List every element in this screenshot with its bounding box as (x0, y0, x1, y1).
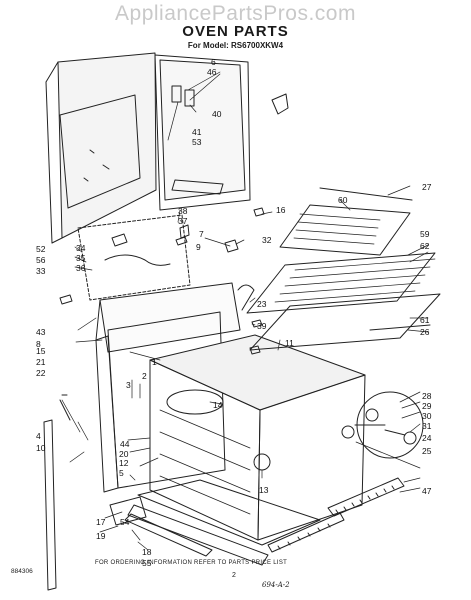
part-label-39: 39 (257, 321, 267, 331)
part-label-25: 25 (422, 446, 432, 456)
broil-element-drawing (279, 187, 413, 256)
model-subtitle: For Model: RS6700XKW4 (187, 41, 284, 50)
door-trim-drawing (43, 394, 147, 591)
oven-bottom-drawing (124, 479, 321, 566)
part-label-3: 3 (126, 380, 131, 390)
part-label-43: 43 (36, 327, 46, 337)
part-label-18: 18 (142, 547, 152, 557)
diagram-title: OVEN PARTS (182, 23, 289, 40)
part-label-9: 9 (196, 242, 201, 252)
part-label-6: 6 (211, 57, 216, 67)
part-label-12: 12 (119, 458, 129, 468)
part-label-28: 28 (422, 391, 432, 401)
wiring-harness-drawing (77, 214, 191, 301)
side-panel-drawing (154, 54, 289, 211)
document-code: 884306 (11, 568, 33, 575)
part-label-10: 10 (36, 443, 46, 453)
part-label-20: 20 (119, 449, 129, 459)
part-label-46: 46 (207, 67, 217, 77)
part-label-16: 16 (276, 205, 286, 215)
part-label-2: 2 (142, 371, 147, 381)
part-label-31: 31 (422, 421, 432, 431)
part-label-34: 34 (76, 243, 86, 253)
part-label-1: 1 (152, 357, 157, 367)
part-label-15: 15 (36, 346, 46, 356)
part-label-27: 27 (422, 182, 432, 192)
vent-grille-drawing (267, 477, 405, 553)
part-label-29: 29 (422, 401, 432, 411)
handwritten-note: 694-A-2 (262, 581, 290, 589)
part-label-56: 56 (36, 255, 46, 265)
oven-liner-drawing (149, 334, 366, 541)
part-label-8: 8 (36, 339, 41, 349)
page-number: 2 (232, 572, 236, 579)
part-label-4: 4 (36, 431, 41, 441)
ordering-note: FOR ORDERING INFORMATION REFER TO PARTS … (95, 560, 288, 566)
rear-panel-drawing (45, 52, 157, 244)
part-label-22: 22 (36, 368, 46, 378)
part-label-55: 55 (142, 558, 152, 568)
leader-lines (61, 71, 429, 551)
part-label-13: 13 (259, 485, 269, 495)
front-frame-drawing (95, 282, 241, 493)
part-label-62: 62 (420, 241, 430, 251)
part-label-24: 24 (422, 433, 432, 443)
part-label-7: 7 (199, 229, 204, 239)
part-label-37: 37 (178, 216, 188, 226)
hardware-drawing (59, 207, 265, 328)
part-label-23: 23 (257, 299, 267, 309)
part-label-59: 59 (420, 229, 430, 239)
part-label-41: 41 (192, 127, 202, 137)
oven-rack-drawing (246, 252, 441, 351)
part-label-17: 17 (96, 517, 106, 527)
part-label-32: 32 (262, 235, 272, 245)
part-label-36: 36 (76, 263, 86, 273)
part-label-26: 26 (420, 327, 430, 337)
part-label-19: 19 (96, 531, 106, 541)
part-label-35: 35 (76, 253, 86, 263)
part-label-40: 40 (212, 109, 222, 119)
part-label-47: 47 (422, 486, 432, 496)
part-label-54: 54 (120, 517, 130, 527)
part-label-14: 14 (213, 400, 223, 410)
part-label-5: 5 (119, 468, 124, 478)
part-label-60: 60 (338, 195, 348, 205)
thermostat-drawing (341, 391, 424, 459)
part-label-44: 44 (120, 439, 130, 449)
part-label-11: 11 (285, 338, 294, 348)
part-label-30: 30 (422, 411, 432, 421)
part-label-61: 61 (420, 315, 430, 325)
part-label-52: 52 (36, 244, 46, 254)
part-label-33: 33 (36, 266, 46, 276)
part-label-53: 53 (192, 137, 202, 147)
watermark: AppliancePartsPros.com (115, 2, 356, 25)
part-label-21: 21 (36, 357, 46, 367)
part-label-38: 38 (178, 206, 188, 216)
